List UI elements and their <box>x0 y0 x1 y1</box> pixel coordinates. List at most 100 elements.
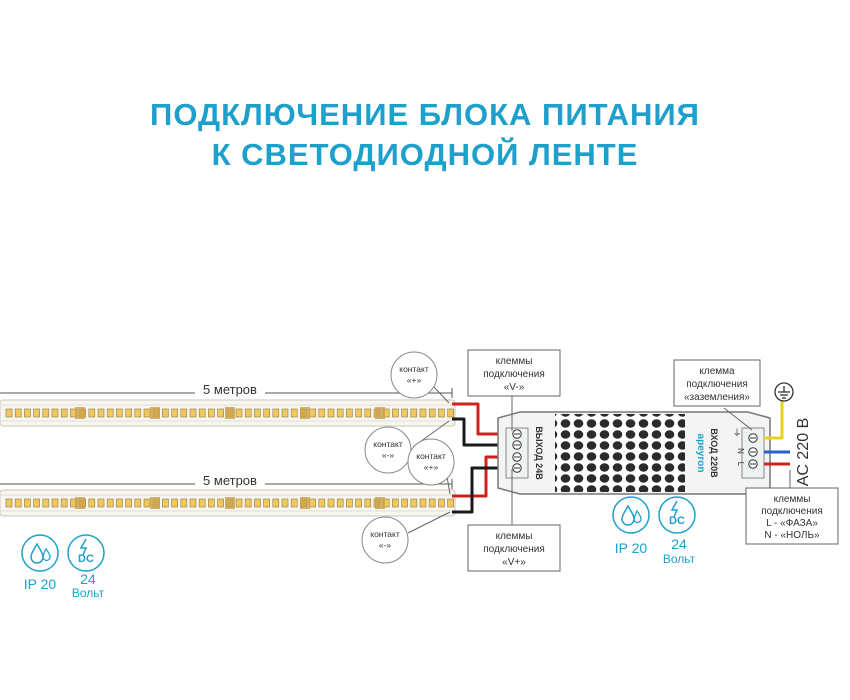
diagram-title-line2: К СВЕТОДИОДНОЙ ЛЕНТЕ <box>211 137 639 172</box>
led-chip <box>327 498 335 508</box>
svg-text:«+»: «+» <box>407 375 422 385</box>
led-chip <box>410 498 418 508</box>
led-chip <box>171 498 178 508</box>
water-drop-icon <box>612 496 650 534</box>
ground-symbol: ⏚ <box>732 428 741 438</box>
diagram-title-line1: ПОДКЛЮЧЕНИЕ БЛОКА ПИТАНИЯ <box>150 97 700 132</box>
led-chip <box>97 408 105 418</box>
voltage-value: 24 <box>671 536 687 552</box>
led-chip <box>217 498 224 508</box>
led-chip <box>392 408 399 418</box>
led-chip <box>438 498 445 508</box>
led-chip <box>235 498 243 508</box>
length-label-top: 5 метров <box>203 382 257 397</box>
led-chip <box>14 498 22 508</box>
led-chip <box>419 498 427 508</box>
led-chip <box>5 408 13 418</box>
earth-icon <box>774 382 794 402</box>
led-chip <box>281 498 289 508</box>
led-chip <box>235 408 243 418</box>
led-chip <box>309 408 316 418</box>
led-strip-bottom <box>0 489 456 517</box>
led-chip <box>428 408 436 418</box>
water-drop-icon <box>21 534 59 572</box>
svg-text:контакт: контакт <box>399 364 429 374</box>
svg-text:подключения: подключения <box>761 506 823 517</box>
led-chip <box>189 498 197 508</box>
led-chip <box>97 498 105 508</box>
svg-text:«+»: «+» <box>424 462 439 472</box>
led-chip <box>24 408 31 418</box>
voltage-unit: Вольт <box>72 586 105 600</box>
led-chip <box>60 498 68 508</box>
svg-text:подключения: подключения <box>483 544 545 555</box>
led-chip <box>309 498 316 508</box>
led-chip <box>318 498 326 508</box>
led-chip <box>143 408 151 418</box>
terminal-n: N <box>736 448 745 454</box>
led-chip <box>254 498 261 508</box>
input-label: ВХОД 220В <box>709 428 719 478</box>
led-chip <box>244 408 252 418</box>
led-chip <box>198 498 206 508</box>
led-chip <box>106 408 114 418</box>
dc-lightning-icon: DC <box>67 534 105 572</box>
led-chip <box>447 408 454 418</box>
led-chip <box>33 498 40 508</box>
led-chip <box>419 408 427 418</box>
led-chip <box>355 408 362 418</box>
led-chip <box>171 408 178 418</box>
led-chip <box>364 408 372 418</box>
led-chip <box>336 498 344 508</box>
led-chip <box>33 408 40 418</box>
ip-rating: IP 20 <box>24 576 57 592</box>
led-chip <box>162 408 169 418</box>
led-chip <box>5 498 13 508</box>
led-chip <box>281 408 289 418</box>
led-chip <box>346 408 353 418</box>
led-chip <box>272 498 280 508</box>
led-chip <box>438 408 445 418</box>
voltage-value: 24 <box>80 571 96 587</box>
solder-pad <box>225 497 235 509</box>
brand-logo: apeyron <box>695 434 706 473</box>
svg-text:подключения: подключения <box>686 379 748 390</box>
led-chip <box>410 408 418 418</box>
led-chip <box>134 498 142 508</box>
led-chip <box>208 408 215 418</box>
callout-contact-minus-bottom: контакт «-» <box>361 516 409 564</box>
led-chip <box>51 408 59 418</box>
led-chip <box>428 498 436 508</box>
led-chip <box>208 498 215 508</box>
svg-text:«-»: «-» <box>379 540 392 550</box>
solder-pad <box>75 497 85 509</box>
led-chip <box>401 498 408 508</box>
led-chip <box>189 408 197 418</box>
solder-pad <box>300 497 310 509</box>
led-chip <box>125 498 132 508</box>
led-strip-top <box>0 399 456 427</box>
dc-lightning-icon: DC <box>658 496 696 534</box>
vent-grille <box>555 414 685 492</box>
specs-right: DC IP 20 24 Вольт <box>612 496 696 566</box>
led-chip <box>263 498 270 508</box>
solder-pad <box>375 407 385 419</box>
voltage-unit: Вольт <box>663 552 696 566</box>
solder-pad <box>150 407 160 419</box>
length-dimension-top: 5 метров <box>0 382 453 398</box>
power-supply: ВЫХОД 24В apeyron ВХОД 220В ⏚ N L <box>497 411 771 495</box>
led-chip <box>51 498 59 508</box>
svg-text:L - «ФАЗА»: L - «ФАЗА» <box>766 518 818 529</box>
ip-rating: IP 20 <box>615 540 648 556</box>
svg-text:контакт: контакт <box>416 451 446 461</box>
callout-contact-plus-top: контакт «+» <box>390 351 438 399</box>
led-chip <box>180 498 188 508</box>
svg-text:«-»: «-» <box>382 450 395 460</box>
svg-text:DC: DC <box>669 515 685 527</box>
led-chip <box>198 408 206 418</box>
led-chip <box>364 498 372 508</box>
led-chip <box>116 408 123 418</box>
led-chip <box>42 408 50 418</box>
led-chip <box>401 408 408 418</box>
